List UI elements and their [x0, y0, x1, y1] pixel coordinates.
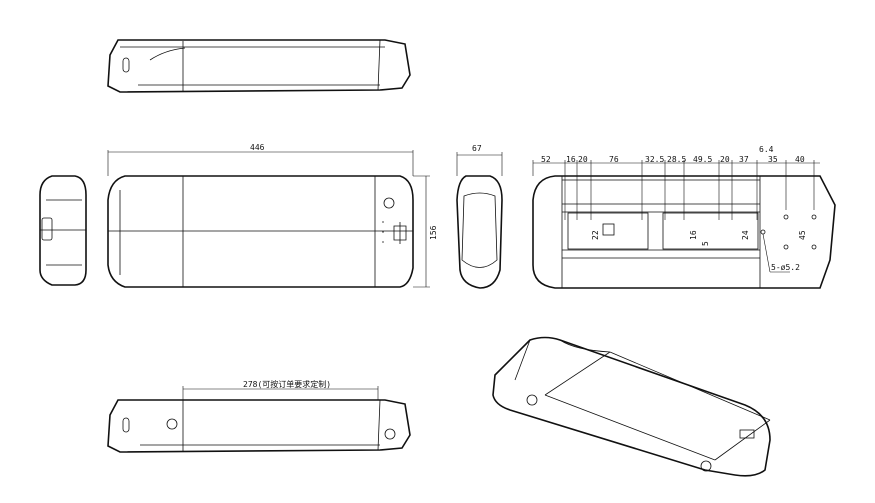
- dim-20: 20: [578, 155, 588, 164]
- left-end-view: [39, 175, 87, 286]
- dim-rail-length: 278(可按订单要求定制): [243, 379, 331, 389]
- dim-37: 37: [739, 155, 749, 164]
- dim-6-4: 6.4: [759, 145, 774, 154]
- isometric-view: [492, 336, 771, 477]
- dim-16: 16: [566, 155, 576, 164]
- hole-spacing-labels: 52 16 20 76 32.5 28.5 49.5 20 37 6.4 35 …: [541, 145, 805, 164]
- dim-32-5: 32.5: [645, 155, 664, 164]
- bottom-view: 52 16 20 76 32.5 28.5 49.5 20 37 6.4 35 …: [532, 145, 836, 289]
- dim-52: 52: [541, 155, 551, 164]
- dim-22: 22: [591, 230, 600, 240]
- dim-76: 76: [609, 155, 619, 164]
- dim-35: 35: [768, 155, 778, 164]
- dim-length: 446: [250, 143, 265, 152]
- dim-24: 24: [741, 230, 750, 240]
- dim-holes: 5-ø5.2: [771, 263, 800, 272]
- dim-40: 40: [795, 155, 805, 164]
- front-view: 446 156: [107, 143, 438, 288]
- dim-16b: 16: [689, 230, 698, 240]
- dim-28-5: 28.5: [667, 155, 686, 164]
- dim-20b: 20: [720, 155, 730, 164]
- dim-end-width: 67: [472, 144, 482, 153]
- top-side-view: [107, 39, 411, 93]
- dim-height: 156: [429, 225, 438, 240]
- dim-45: 45: [798, 230, 807, 240]
- bottom-side-view: 278(可按订单要求定制): [107, 379, 411, 453]
- dim-49-5: 49.5: [693, 155, 712, 164]
- dim-5: 5: [701, 241, 710, 246]
- end-view: 67: [456, 144, 503, 289]
